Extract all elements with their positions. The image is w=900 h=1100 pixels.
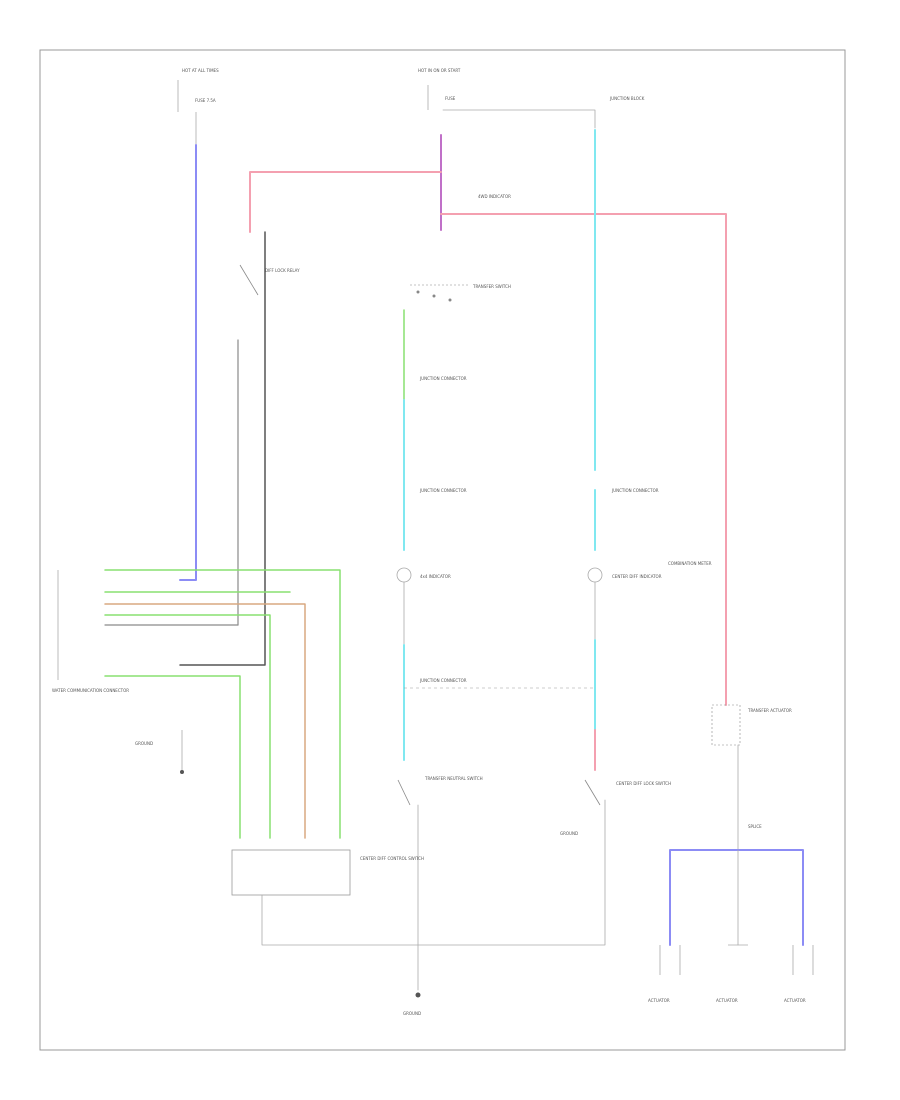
wire-gray-left-2: [179, 231, 266, 666]
label-small-ground: GROUND: [135, 741, 153, 746]
ground-bus: [261, 799, 606, 946]
actuator-1: ACTUATOR: [648, 945, 681, 1003]
label-ground-splice: SPLICE: [748, 824, 762, 829]
actuator-2: ACTUATOR: [716, 944, 748, 1003]
transfer-actuator: TRANSFER ACTUATOR: [711, 704, 792, 746]
main-ground: GROUND: [403, 992, 421, 1016]
label-4x4-indicator: 4x4 INDICATOR: [420, 574, 451, 579]
label-actuator-3: ACTUATOR: [784, 998, 806, 1003]
label-center-diff-indicator: CENTER DIFF INDICATOR: [612, 574, 662, 579]
top-center-supply: HOT IN ON OR START FUSE JUNCTION BLOCK: [418, 68, 645, 129]
label-diff-lock-switch: CENTER DIFF LOCK SWITCH: [616, 781, 671, 786]
wire-pink-left: [249, 171, 442, 233]
label-hot-top-left: HOT AT ALL TIMES: [182, 68, 219, 73]
wire-green-pin-3: [104, 603, 306, 839]
center-diff-indicator-lamp: CENTER DIFF INDICATOR: [587, 567, 662, 583]
wire-blue-right-2: [737, 849, 804, 946]
label-junction-connector-2: JUNCTION CONNECTOR: [419, 488, 467, 493]
wire-pink-right: [440, 213, 727, 706]
diff-lock-relay: DIFF LOCK RELAY: [239, 264, 300, 296]
wire-green-pin-5: [104, 675, 241, 839]
label-junction-connector-4: JUNCTION CONNECTOR: [611, 488, 659, 493]
label-junction-top-right: JUNCTION BLOCK: [609, 96, 645, 101]
label-diff-control-switch: CENTER DIFF CONTROL SWITCH: [360, 856, 424, 861]
label-junction-connector-1: JUNCTION CONNECTOR: [419, 376, 467, 381]
label-transfer-switch: TRANSFER SWITCH: [472, 284, 511, 289]
transfer-switch: TRANSFER SWITCH: [410, 284, 511, 302]
label-hot-top-center: HOT IN ON OR START: [418, 68, 461, 73]
diff-lock-switch: CENTER DIFF LOCK SWITCH: [584, 779, 671, 806]
label-fuse-top-left: FUSE 7.5A: [195, 98, 216, 103]
diagram-frame: [39, 49, 846, 1051]
label-4wd-indicator: 4WD INDICATOR: [478, 194, 511, 199]
label-neutral-switch: TRANSFER NEUTRAL SWITCH: [424, 776, 483, 781]
label-ground-main: GROUND: [403, 1011, 421, 1016]
neutral-switch: TRANSFER NEUTRAL SWITCH: [397, 776, 483, 806]
wire-blue-right-1: [669, 849, 739, 946]
label-transfer-actuator: TRANSFER ACTUATOR: [747, 708, 792, 713]
top-left-supply: HOT AT ALL TIMES FUSE 7.5A: [177, 68, 219, 145]
label-actuator-2: ACTUATOR: [716, 998, 738, 1003]
wire-green-pin-1: [104, 569, 341, 839]
4x4-indicator-lamp: 4x4 INDICATOR: [396, 567, 451, 583]
meter-connector: WATER COMMUNICATION CONNECTOR: [52, 570, 129, 693]
label-fuse-top-center: FUSE: [445, 96, 456, 101]
small-ground: GROUND: [135, 730, 184, 774]
wire-green-pin-4: [104, 614, 271, 839]
diff-control-switch: CENTER DIFF CONTROL SWITCH: [231, 849, 424, 896]
label-diff-lock-relay: DIFF LOCK RELAY: [265, 268, 300, 273]
label-junction-connector-3: JUNCTION CONNECTOR: [419, 678, 467, 683]
label-actuator-1: ACTUATOR: [648, 998, 670, 1003]
wire-blue-left: [179, 144, 197, 581]
label-ground-right: GROUND: [560, 831, 578, 836]
actuator-3: ACTUATOR: [784, 945, 814, 1003]
label-meter-connector: WATER COMMUNICATION CONNECTOR: [52, 688, 129, 693]
label-combination-meter: COMBINATION METER: [668, 561, 712, 566]
